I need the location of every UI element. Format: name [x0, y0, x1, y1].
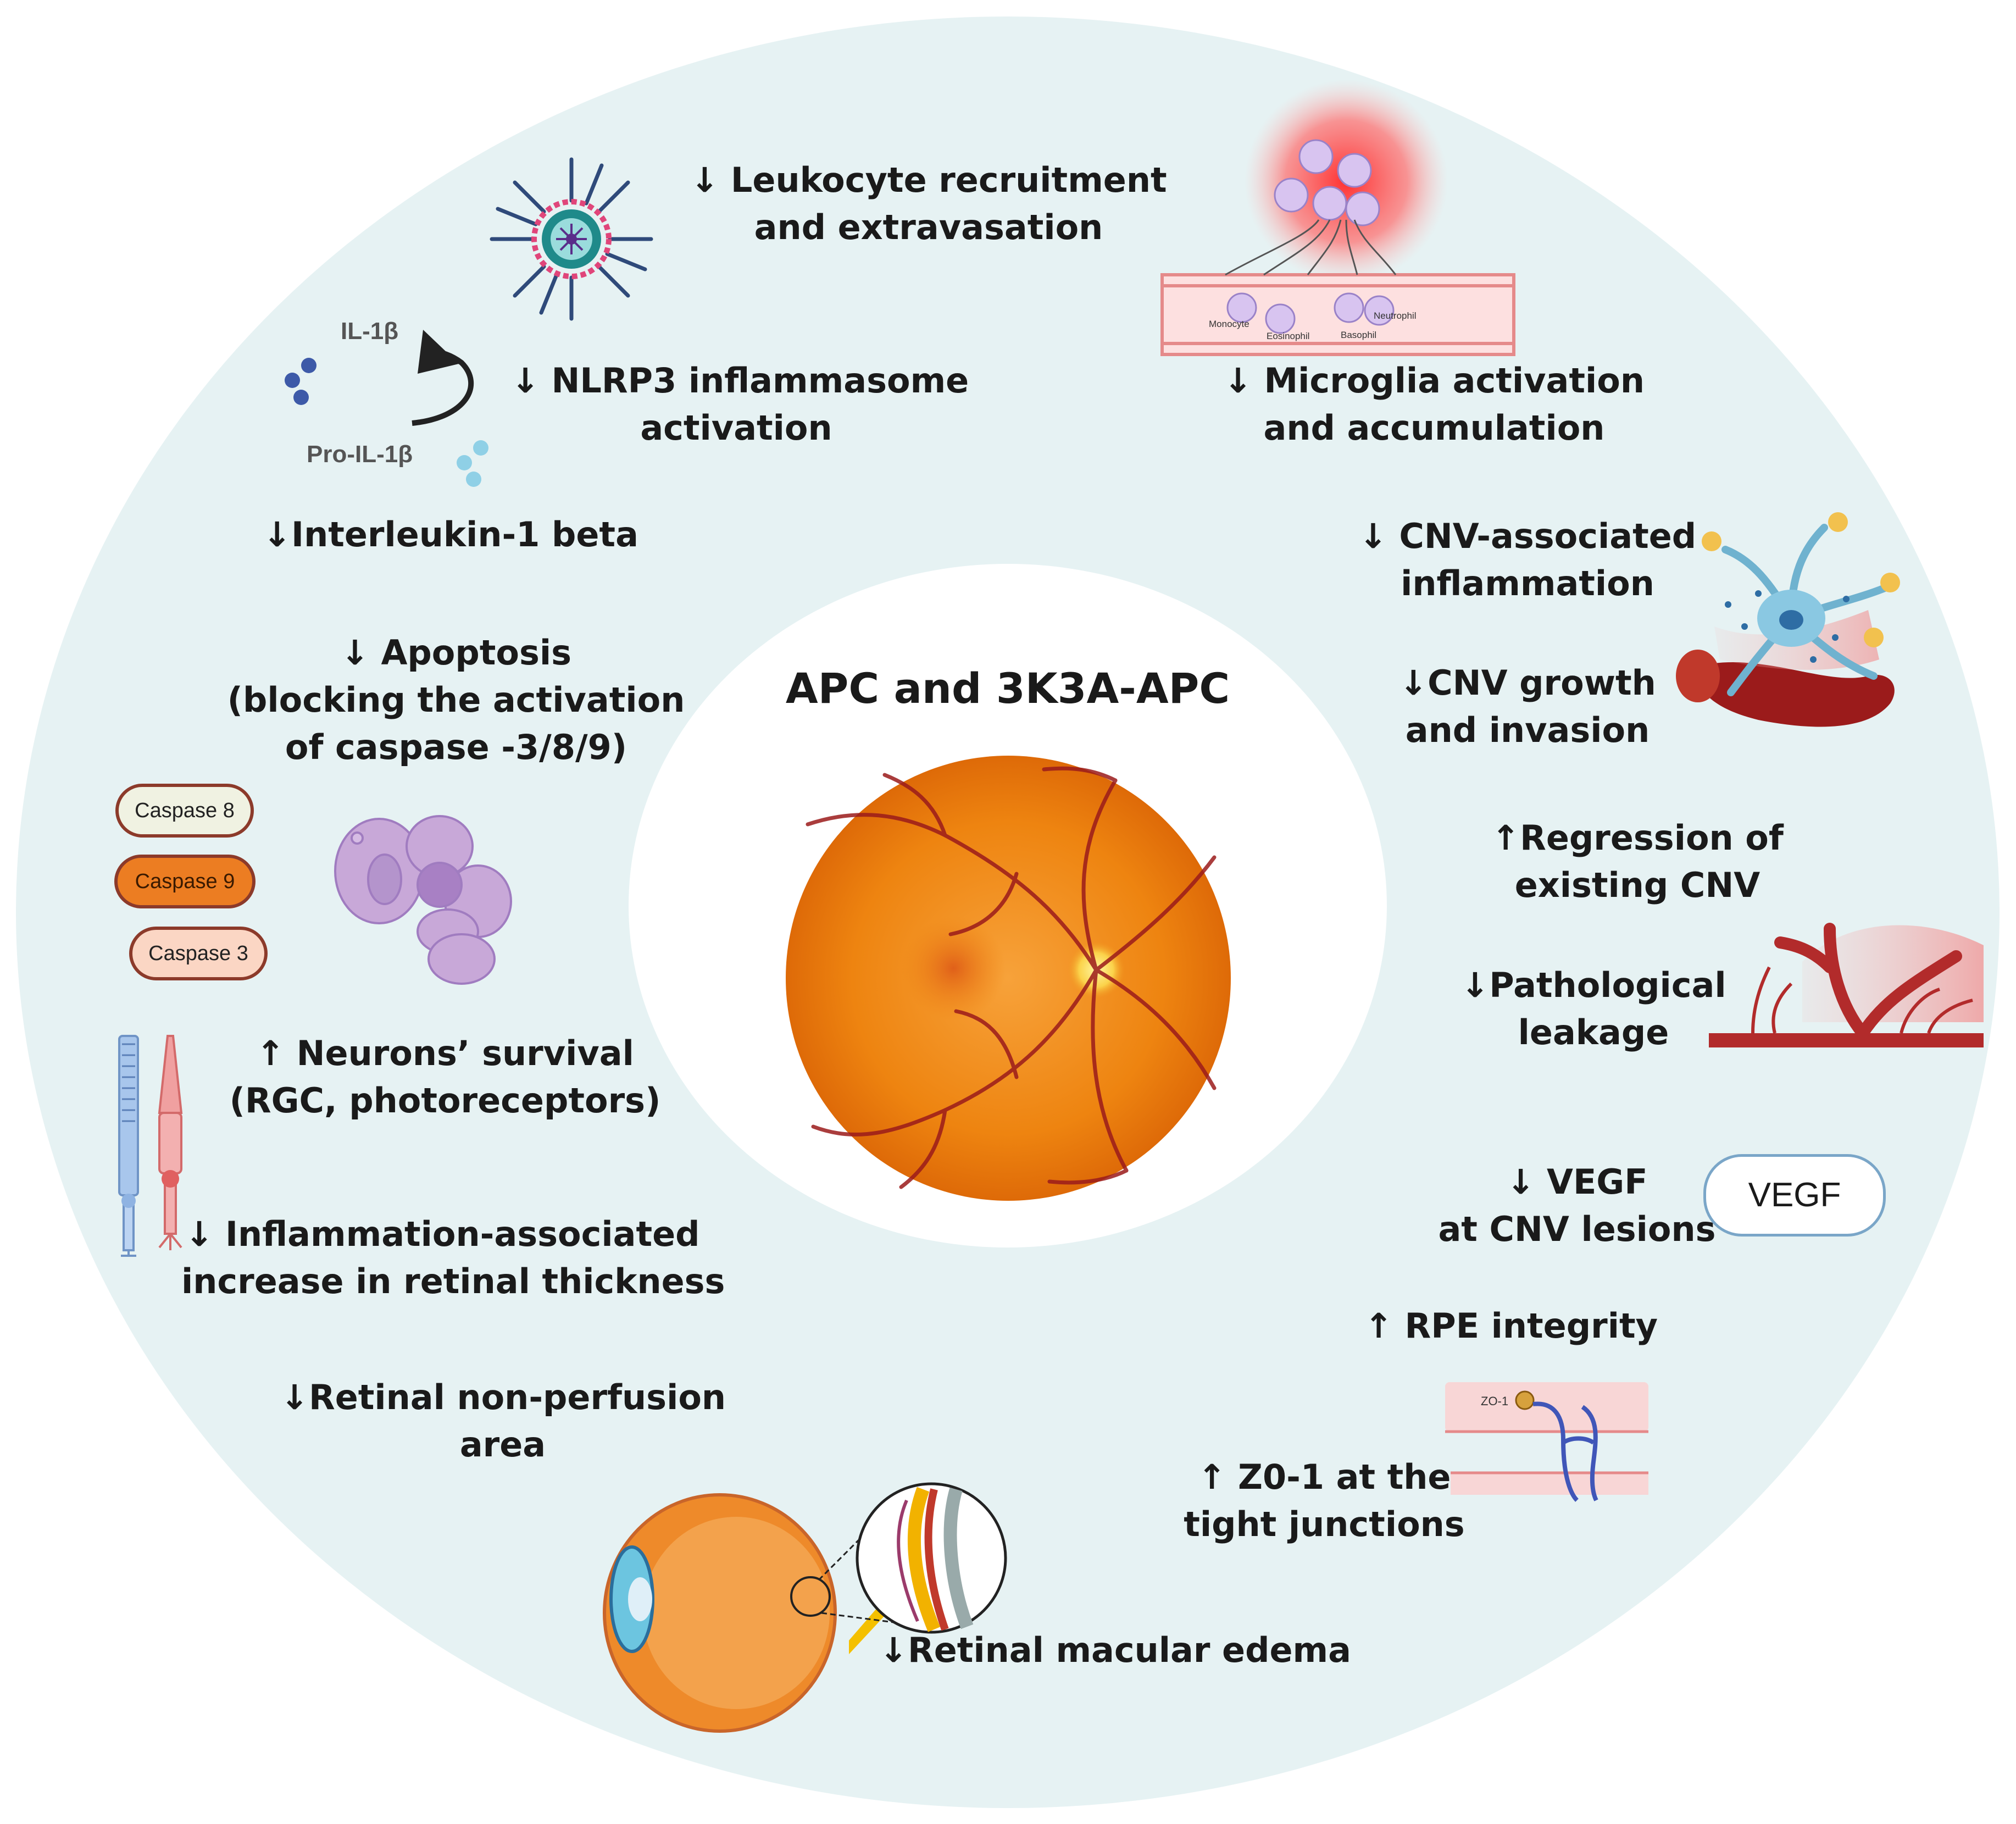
leakage-line-2: leakage: [1518, 1012, 1669, 1052]
vegf-badge: VEGF: [1703, 1154, 1886, 1237]
nlrp3-label: ↓ NLRP3 inflammasome activation: [511, 357, 969, 452]
il1b-label: ↓Interleukin-1 beta: [253, 511, 648, 558]
nonperfusion-line-1: ↓Retinal non-perfusion: [280, 1377, 726, 1417]
microglia-icon: [1676, 512, 1900, 727]
pro-il1b-tag: Pro-IL-1β: [307, 441, 413, 468]
cnv-inflammation-label: ↓ CNV-associated inflammation: [1352, 513, 1703, 607]
il1b-tag: IL-1β: [341, 318, 399, 345]
nlrp3-line-2: activation: [640, 408, 832, 448]
eye-anatomy-icon: [603, 1482, 1007, 1733]
edema-line-1: ↓Retinal macular edema: [879, 1630, 1351, 1670]
cell-label-monocyte: Monocyte: [1209, 319, 1249, 329]
nlrp3-line-1: ↓ NLRP3 inflammasome: [511, 361, 969, 401]
center-title: APC and 3K3A-APC: [785, 664, 1230, 713]
edema-label: ↓Retinal macular edema: [879, 1627, 1351, 1674]
il1b-line-1: ↓Interleukin-1 beta: [263, 514, 638, 555]
vegf-line-2: at CNV lesions: [1438, 1209, 1716, 1249]
leukocyte-line-1: ↓ Leukocyte recruitment: [690, 160, 1167, 200]
rpe-label: ↑ RPE integrity: [1341, 1302, 1681, 1350]
regression-line-2: existing CNV: [1514, 865, 1760, 905]
thickness-line-2: increase in retinal thickness: [181, 1261, 725, 1301]
apoptosis-line-2: (blocking the activation: [227, 680, 685, 720]
caspase-8-pill: Caspase 8: [115, 784, 254, 838]
blood-vessel-icon: [1160, 80, 1515, 356]
vegf-line-1: ↓ VEGF: [1506, 1162, 1648, 1202]
caspase-9-pill: Caspase 9: [114, 855, 256, 908]
cell-label-basophil: Basophil: [1341, 330, 1377, 340]
zo1-tag: ZO-1: [1481, 1394, 1509, 1408]
nonperfusion-line-2: area: [459, 1424, 546, 1465]
leakage-label: ↓Pathological leakage: [1451, 962, 1736, 1056]
thickness-line-1: ↓ Inflammation-associated: [185, 1214, 700, 1254]
microglia-line-1: ↓ Microglia activation: [1223, 361, 1645, 401]
caspase-3-pill: Caspase 3: [129, 927, 268, 980]
regression-line-1: ↑Regression of: [1491, 818, 1784, 858]
cell-label-eosinophil: Eosinophil: [1267, 331, 1310, 341]
apoptotic-cell-icon: [334, 815, 512, 985]
il1b-cycle-icon: [285, 330, 488, 487]
cnv-growth-label: ↓CNV growth and invasion: [1390, 659, 1665, 754]
cnv-growth-line-2: and invasion: [1405, 710, 1650, 750]
zo1-line-2: tight junctions: [1184, 1504, 1465, 1544]
leukocyte-label: ↓ Leukocyte recruitment and extravasatio…: [687, 157, 1170, 251]
zo1-label: ↑ Z0-1 at the tight junctions: [1170, 1454, 1478, 1548]
cnv-growth-line-1: ↓CNV growth: [1399, 663, 1656, 703]
microglia-line-2: and accumulation: [1263, 408, 1605, 448]
apoptosis-label: ↓ Apoptosis (blocking the activation of …: [209, 629, 703, 771]
apoptosis-line-3: of caspase -3/8/9): [285, 727, 627, 767]
nonperfusion-label: ↓Retinal non-perfusion area: [280, 1374, 726, 1468]
neurons-label: ↑ Neurons’ survival (RGC, photoreceptors…: [214, 1030, 676, 1124]
cell-label-neutrophil: Neutrophil: [1374, 311, 1417, 321]
zo1-line-1: ↑ Z0-1 at the: [1197, 1457, 1451, 1497]
neurons-line-1: ↑ Neurons’ survival: [256, 1033, 634, 1073]
vegf-label: ↓ VEGF at CNV lesions: [1429, 1158, 1725, 1253]
tight-junction-icon: [1445, 1382, 1648, 1502]
neurons-line-2: (RGC, photoreceptors): [229, 1080, 661, 1121]
cnv-inflammation-line-1: ↓ CNV-associated: [1358, 516, 1697, 556]
microglia-label: ↓ Microglia activation and accumulation: [1220, 357, 1648, 452]
rpe-line-1: ↑ RPE integrity: [1364, 1306, 1658, 1346]
photoreceptors-icon: [118, 1035, 183, 1257]
inflammasome-icon: [490, 157, 653, 321]
cnv-inflammation-line-2: inflammation: [1401, 563, 1654, 603]
thickness-label: ↓ Inflammation-associated increase in re…: [181, 1211, 725, 1305]
cnv-vessel-icon: [1709, 923, 1984, 1047]
leukocyte-line-2: and extravasation: [754, 207, 1103, 247]
leakage-line-1: ↓Pathological: [1460, 965, 1726, 1005]
regression-label: ↑Regression of existing CNV: [1473, 814, 1802, 909]
fundus-image: [786, 756, 1231, 1201]
apoptosis-line-1: ↓ Apoptosis: [340, 633, 572, 673]
